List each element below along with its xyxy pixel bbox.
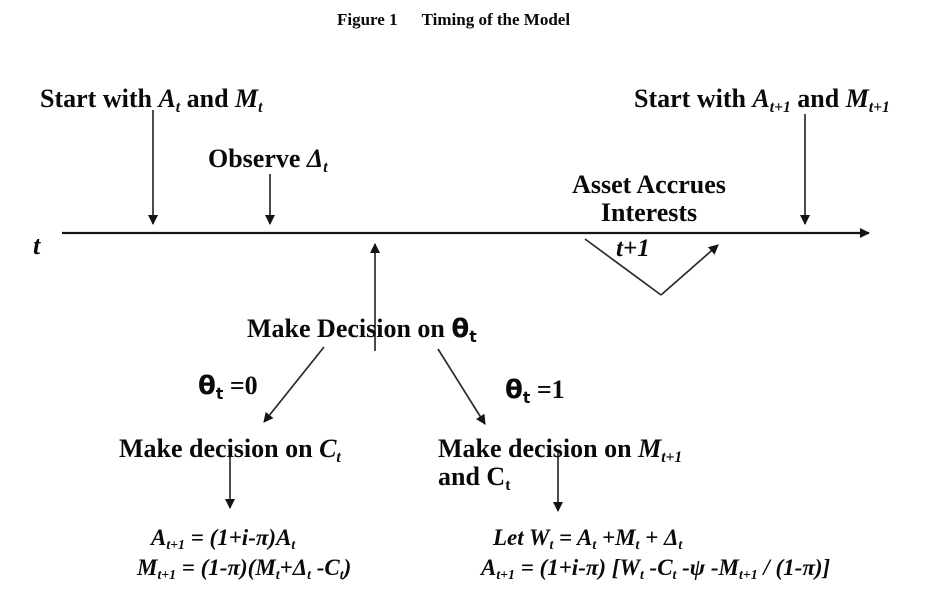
make-decision-theta-label: Make Decision on θt bbox=[247, 314, 477, 346]
make-decision-m-line2: and Ct bbox=[438, 462, 682, 494]
figure-number: Figure 1 bbox=[337, 10, 398, 29]
subscript-t: t bbox=[258, 98, 263, 116]
subscript-t: t bbox=[291, 537, 296, 553]
var-m: M bbox=[638, 434, 662, 463]
branch-arrow-theta0 bbox=[263, 346, 325, 423]
make-decision-m-label: Make decision on Mt+1 and Ct bbox=[438, 434, 683, 494]
expr: Let W bbox=[493, 525, 550, 550]
subscript-t: t bbox=[215, 384, 224, 403]
expr: = (1+i-π) [W bbox=[514, 555, 640, 580]
text-run: and bbox=[790, 84, 846, 113]
formula-wealth-definition: Let Wt = At +Mt + Δt bbox=[493, 525, 683, 553]
subscript-t1: t+1 bbox=[496, 567, 515, 583]
var-a: A bbox=[158, 84, 176, 113]
timeline-t-label: t bbox=[33, 231, 41, 260]
subscript-t: t bbox=[522, 388, 531, 407]
subscript-t: t bbox=[678, 537, 683, 553]
var-a: A bbox=[151, 525, 167, 550]
text-run: Make decision on bbox=[119, 434, 320, 463]
make-decision-c-label: Make decision on Ct bbox=[119, 434, 341, 466]
subscript-t: t bbox=[635, 537, 640, 553]
asset-accrues-line1: Asset Accrues bbox=[572, 170, 726, 199]
subscript-t1: t+1 bbox=[661, 448, 683, 466]
var-c: C bbox=[319, 434, 337, 463]
var-m: M bbox=[235, 84, 259, 113]
branch-arrow-theta1 bbox=[437, 348, 486, 425]
subscript-t: t bbox=[175, 98, 181, 116]
formula-a-t1-theta0: At+1 = (1+i-π)At bbox=[151, 525, 296, 553]
asset-accrues-line2: Interests bbox=[600, 198, 698, 228]
var-theta: θ bbox=[505, 375, 523, 405]
subscript-t: t bbox=[336, 448, 341, 466]
timeline-t-plus-1-label: t+1 bbox=[616, 235, 650, 262]
figure-title-text: Timing of the Model bbox=[421, 10, 571, 29]
theta-equals-1-label: θt =1 bbox=[505, 375, 565, 407]
theta-equals-0-label: θt =0 bbox=[198, 371, 258, 403]
expr: = (1-π)(M bbox=[176, 555, 276, 580]
var-delta: Δ bbox=[306, 144, 324, 173]
text-run: Start with bbox=[634, 84, 753, 113]
formula-m-t1-theta0: Mt+1 = (1-π)(Mt+Δt -Ct) bbox=[137, 555, 352, 583]
var-a: A bbox=[481, 555, 497, 580]
subscript-t: t bbox=[549, 537, 554, 553]
subscript-t: t bbox=[323, 158, 328, 176]
expr: / (1-π)] bbox=[757, 555, 831, 580]
var-m: M bbox=[845, 84, 869, 113]
var-m: M bbox=[137, 555, 158, 580]
expr: ) bbox=[343, 555, 352, 580]
subscript-t: t bbox=[639, 567, 644, 583]
text-run: and C bbox=[438, 462, 506, 492]
text-run: Make decision on bbox=[438, 434, 639, 463]
text-run: =1 bbox=[530, 375, 565, 404]
subscript-t1: t+1 bbox=[166, 537, 185, 553]
accrual-v-right-arrow bbox=[660, 244, 719, 296]
subscript-t: t bbox=[505, 476, 511, 494]
var-theta: θ bbox=[451, 314, 470, 344]
make-decision-m-line1: Make decision on Mt+1 bbox=[438, 434, 683, 466]
expr: -C bbox=[643, 555, 673, 580]
subscript-t: t bbox=[275, 567, 280, 583]
figure-title: Figure 1 Timing of the Model bbox=[337, 10, 571, 29]
expr: -ψ -M bbox=[676, 555, 740, 580]
text-run: Make Decision on bbox=[247, 314, 452, 343]
subscript-t: t bbox=[592, 537, 597, 553]
subscript-t1: t+1 bbox=[868, 98, 890, 116]
observe-delta-label: Observe Δt bbox=[208, 144, 328, 176]
subscript-t1: t+1 bbox=[739, 567, 758, 583]
expr: + Δ bbox=[639, 525, 679, 550]
subscript-t1: t+1 bbox=[157, 567, 177, 583]
formula-a-t1-theta1: At+1 = (1+i-π) [Wt -Ct -ψ -Mt+1 / (1-π)] bbox=[481, 555, 831, 583]
accrual-v-left-segment bbox=[584, 238, 662, 296]
subscript-t: t bbox=[339, 567, 344, 583]
text-run: and bbox=[180, 84, 236, 113]
text-run: Start with bbox=[40, 84, 159, 113]
text-run: Observe bbox=[208, 144, 307, 173]
subscript-t: t bbox=[672, 567, 677, 583]
expr: -C bbox=[311, 555, 340, 580]
asset-accrues-label: Asset Accrues Interests bbox=[560, 170, 738, 228]
subscript-t: t bbox=[307, 567, 312, 583]
var-a: A bbox=[752, 84, 770, 113]
expr: +M bbox=[596, 525, 636, 550]
text-run: =0 bbox=[223, 371, 258, 400]
expr: = (1+i-π)A bbox=[184, 525, 292, 550]
expr: = A bbox=[553, 525, 593, 550]
subscript-t1: t+1 bbox=[769, 98, 791, 116]
var-theta: θ bbox=[198, 371, 216, 401]
start-with-at-mt-label: Start with At and Mt bbox=[40, 84, 263, 116]
start-with-at1-mt1-label: Start with At+1 and Mt+1 bbox=[634, 84, 890, 116]
expr: +Δ bbox=[279, 555, 308, 580]
subscript-t: t bbox=[469, 327, 477, 346]
